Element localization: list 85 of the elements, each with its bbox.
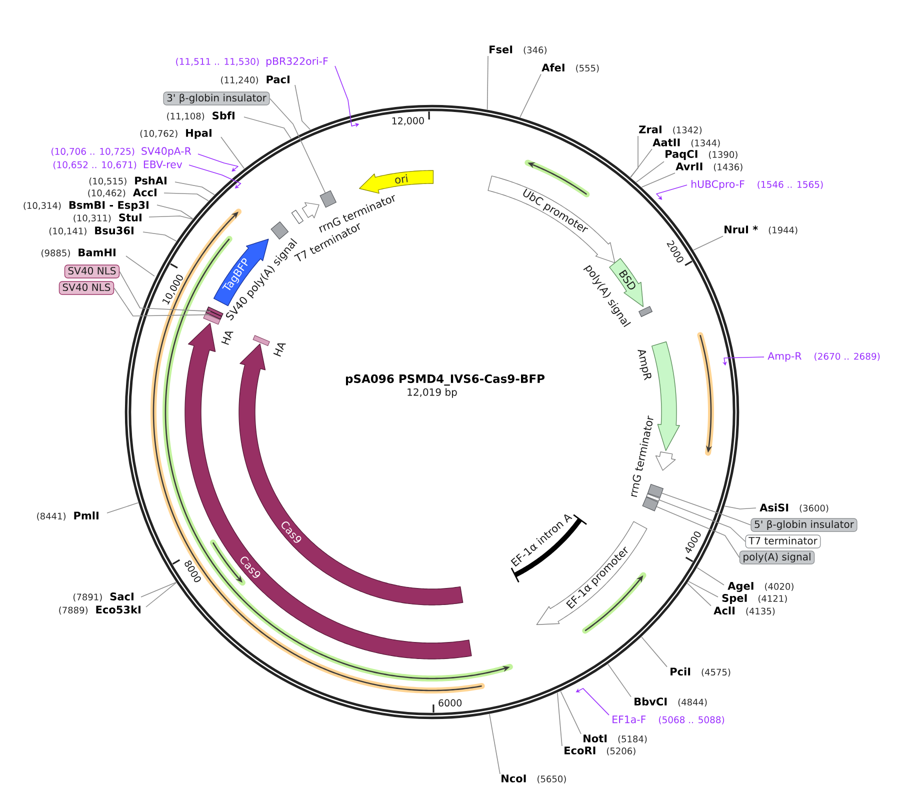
- leader-line: [557, 692, 562, 746]
- feature-segment: ori: [359, 170, 434, 194]
- primer-label: (10,706 .. 10,725) SV40pA-R: [52, 147, 192, 157]
- leader-line: [656, 506, 740, 558]
- primer-label: hUBCpro-F (1546 .. 1565): [692, 180, 823, 190]
- primer-label: (10,652 .. 10,671) EBV-rev: [53, 160, 182, 170]
- leader-line: [724, 506, 756, 510]
- leader-line: [630, 136, 638, 178]
- leader-line: [106, 502, 139, 514]
- leader-line: [142, 232, 177, 242]
- leader-line: [696, 567, 724, 586]
- site-label: (8441) PmlI: [37, 511, 98, 521]
- tick-label: 4000: [685, 531, 701, 554]
- leader-line: [126, 256, 155, 277]
- feature-box: [642, 496, 659, 512]
- leader-line: [608, 664, 632, 698]
- primer-label: Amp-R (2670 .. 2689): [768, 352, 880, 362]
- site-label: NcoI (5650): [502, 774, 566, 784]
- callout-box: T7 terminator: [745, 534, 821, 548]
- leader-line: [244, 116, 292, 140]
- leader-line: [148, 216, 193, 220]
- leader-line: [269, 98, 326, 194]
- leader-line: [164, 192, 209, 202]
- leader-line: [489, 714, 500, 774]
- leader-line: [641, 172, 676, 188]
- leader-line: [658, 500, 746, 542]
- leader-line: [641, 636, 668, 668]
- callout-box: poly(A) signal: [739, 550, 815, 564]
- leader-line: [688, 581, 718, 598]
- leader-line: [119, 271, 211, 312]
- site-label: (11,108) SbfI: [167, 111, 234, 121]
- site-label: (10,141) Bsu36I: [49, 226, 134, 236]
- site-label: (10,762) HpaI: [140, 129, 212, 139]
- tick-label: 12,000: [392, 117, 424, 126]
- site-label: AvrII (1436): [676, 162, 742, 172]
- size-label: 12,019 bp: [408, 388, 457, 398]
- leader-line: [486, 56, 488, 110]
- leader-line: [686, 582, 712, 606]
- node-label: HA: [273, 343, 286, 357]
- site-label: (10,462) AccI: [88, 188, 156, 198]
- primer-label: (11,511 .. 11,530) pBR322ori-F: [176, 57, 328, 67]
- site-label: AgeI (4020): [728, 582, 794, 592]
- site-label: NruI * (1944): [724, 226, 798, 234]
- leader-line: [630, 148, 652, 178]
- site-label: (10,515) PshAI: [89, 176, 166, 186]
- site-label: (7889) Eco53kI: [59, 605, 140, 615]
- site-label: (11,240) PacI: [221, 76, 290, 84]
- node-label: HA: [221, 332, 234, 345]
- site-label: (10,314) BsmBI - Esp3I: [24, 201, 148, 211]
- leader-line: [294, 84, 311, 130]
- leader-line: [114, 288, 210, 316]
- leader-line: [146, 582, 177, 608]
- tick-label: 6000: [438, 699, 462, 707]
- site-label: NotI (5184): [584, 734, 647, 744]
- leader-line: [140, 582, 176, 598]
- site-label: FseI (346): [490, 46, 546, 54]
- site-label: (9885) BamHI: [42, 248, 116, 258]
- site-label: AclI (4135): [714, 606, 775, 616]
- leader-line: [520, 74, 542, 118]
- leader-line: [220, 136, 245, 169]
- site-label: PciI (4575): [670, 667, 730, 677]
- site-label: (7891) SacI: [73, 592, 134, 602]
- site-label: BbvCI (4844): [634, 697, 707, 707]
- site-label: (10,311) StuI: [74, 214, 142, 222]
- leader-line: [560, 690, 582, 734]
- feature-box: [647, 484, 664, 498]
- leader-line: [693, 236, 724, 250]
- leader-line: [656, 184, 688, 200]
- node-label: AmpR: [638, 350, 652, 380]
- leader-line: [662, 492, 752, 526]
- callout-box: SV40 NLS: [64, 264, 120, 278]
- leader-line: [174, 182, 215, 196]
- primer-label: EF1a-F (5068 .. 5088): [612, 716, 724, 724]
- callout-box: SV40 NLS: [58, 281, 114, 295]
- site-label: AfeI (555): [542, 63, 599, 73]
- leader-line: [636, 161, 664, 183]
- callout-box: 5' β-globin insulator: [750, 518, 858, 532]
- site-label: SpeI (4121): [722, 594, 787, 604]
- site-label: AsiSI (3600): [760, 503, 828, 513]
- site-label: ZraI (1342): [639, 126, 702, 134]
- callout-box: 3' β-globin insulator: [163, 92, 270, 106]
- site-label: PaqCI (1390): [666, 150, 738, 160]
- site-label: EcoRI (5206): [564, 746, 636, 756]
- site-label: AatII (1344): [652, 138, 720, 148]
- leader-line: [156, 204, 194, 220]
